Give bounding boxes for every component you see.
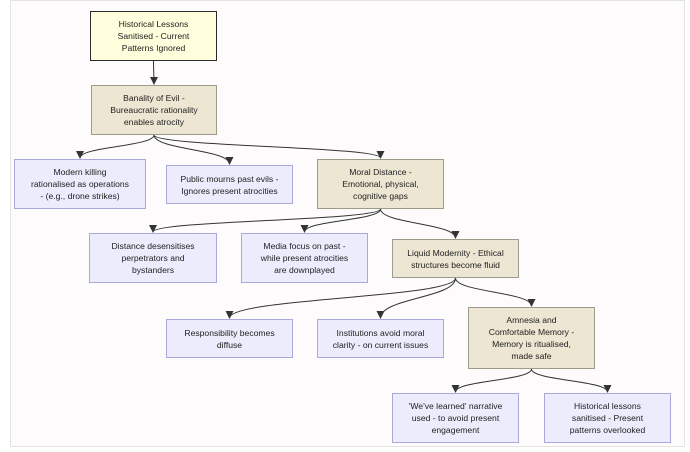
edge-n11-n12 <box>451 368 532 393</box>
node-label: Historical Lessons Sanitised - Current P… <box>117 19 190 53</box>
edge-n8-n11 <box>455 277 536 307</box>
edge-n2-n5 <box>153 134 385 159</box>
node-institutions-avoid-clarity: Institutions avoid moral clarity - on cu… <box>317 319 444 358</box>
node-label: Institutions avoid moral clarity - on cu… <box>332 327 429 350</box>
node-media-focus-on-past: Media focus on past - while present atro… <box>241 233 368 283</box>
node-moral-distance: Moral Distance - Emotional, physical, co… <box>317 159 444 209</box>
node-modern-killing: Modern killing rationalised as operation… <box>14 159 146 209</box>
node-distance-desensitises: Distance desensitises perpetrators and b… <box>89 233 217 283</box>
edge-n5-n8 <box>380 208 460 239</box>
edge-n8-n10 <box>376 277 456 319</box>
diagram-canvas <box>10 0 685 447</box>
edge-n2-n3 <box>76 134 155 159</box>
node-amnesia-comfortable-memory: Amnesia and Comfortable Memory - Memory … <box>468 307 595 369</box>
node-public-mourns: Public mourns past evils - Ignores prese… <box>166 165 293 204</box>
node-label: Media focus on past - while present atro… <box>260 241 349 275</box>
node-label: Responsibility becomes diffuse <box>184 327 275 350</box>
edge-n8-n9 <box>225 277 456 319</box>
node-label: Moral Distance - Emotional, physical, co… <box>342 167 419 201</box>
node-responsibility-diffuse: Responsibility becomes diffuse <box>166 319 293 358</box>
node-label: Amnesia and Comfortable Memory - Memory … <box>488 315 575 361</box>
node-label: Modern killing rationalised as operation… <box>31 167 129 201</box>
node-label: Historical lessons sanitised - Present p… <box>569 401 646 435</box>
node-liquid-modernity: Liquid Modernity - Ethical structures be… <box>392 239 519 278</box>
node-historical-lessons-overlooked: Historical lessons sanitised - Present p… <box>544 393 671 443</box>
edge-group <box>76 60 612 393</box>
node-banality-of-evil: Banality of Evil - Bureaucratic rational… <box>91 85 217 135</box>
edge-n5-n6 <box>149 208 381 233</box>
node-weve-learned-narrative: 'We've learned' narrative used - to avoi… <box>392 393 519 443</box>
node-label: Banality of Evil - Bureaucratic rational… <box>110 93 198 127</box>
node-label: Public mourns past evils - Ignores prese… <box>180 173 279 196</box>
edge-n5-n7 <box>300 208 381 233</box>
edge-n11-n13 <box>531 368 612 393</box>
node-label: Liquid Modernity - Ethical structures be… <box>407 247 504 270</box>
edge-n1-n2 <box>149 60 158 85</box>
node-label: Distance desensitises perpetrators and b… <box>111 241 195 275</box>
edge-n2-n4 <box>153 134 234 165</box>
node-historical-lessons-sanitised: Historical Lessons Sanitised - Current P… <box>90 11 217 61</box>
node-label: 'We've learned' narrative used - to avoi… <box>408 401 503 435</box>
